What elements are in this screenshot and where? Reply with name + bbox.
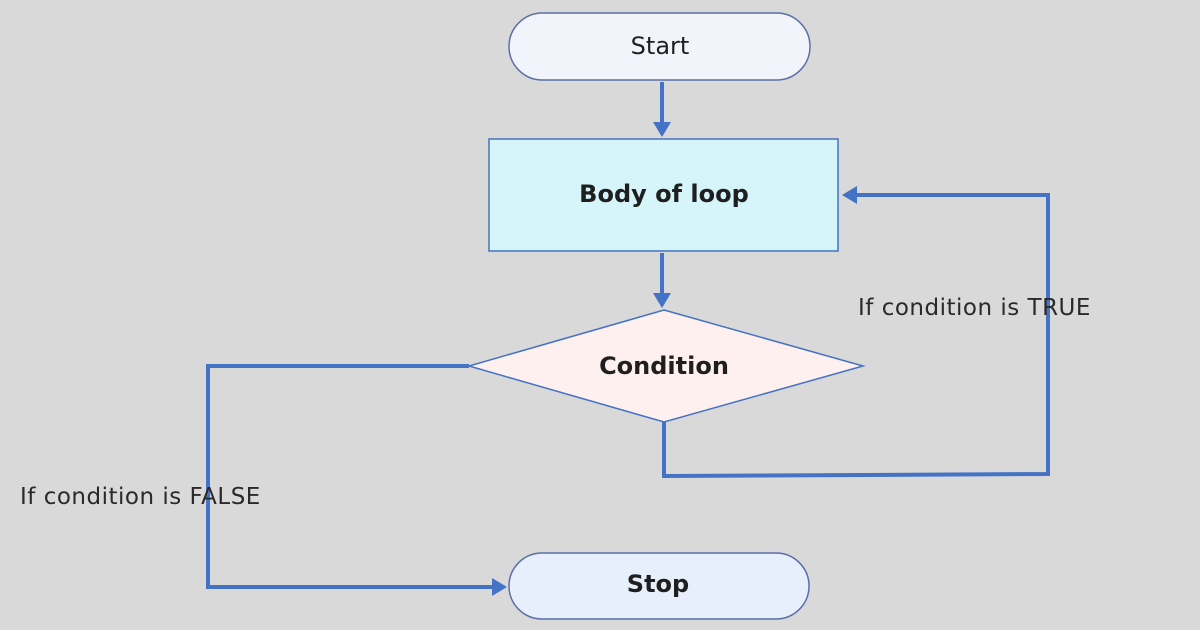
start-shape	[508, 12, 811, 81]
stop-label: Stop	[627, 570, 689, 598]
true-loop-connector	[662, 186, 1050, 479]
condition-label: Condition	[599, 352, 729, 380]
arrowhead-down-icon	[653, 293, 671, 308]
arrowhead-right-icon	[492, 578, 507, 596]
stop-shape	[508, 552, 810, 620]
start-label: Start	[631, 32, 690, 60]
start-node: Start	[508, 12, 811, 81]
start-to-body-connector	[653, 82, 671, 137]
condition-node: Condition	[466, 309, 866, 423]
true-edge-label: If condition is TRUE	[858, 295, 1091, 321]
stop-node: Stop	[508, 552, 810, 620]
body-to-condition-connector	[653, 253, 671, 308]
false-edge-label: If condition is FALSE	[20, 484, 261, 510]
body-shape	[488, 138, 839, 252]
arrowhead-down-icon	[653, 122, 671, 137]
false-exit-connector	[206, 364, 507, 596]
body-node: Body of loop	[488, 138, 839, 252]
arrowhead-left-icon	[842, 186, 857, 204]
body-label: Body of loop	[579, 180, 749, 208]
